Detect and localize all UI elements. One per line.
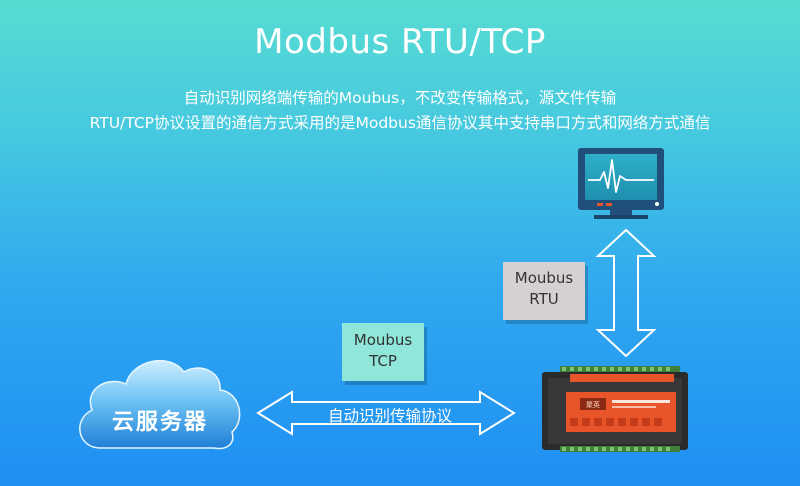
controller-device-icon: 聚英 <box>542 366 688 452</box>
cloud-server-icon <box>79 359 241 450</box>
vertical-double-arrow <box>595 228 657 358</box>
tcp-label-line-1: Moubus <box>353 331 413 349</box>
tcp-label-line-2: TCP <box>369 352 397 370</box>
description-line-2: RTU/TCP协议设置的通信方式采用的是Modbus通信协议其中支持串口方式和网… <box>89 114 711 132</box>
page-title: Modbus RTU/TCP <box>254 22 546 62</box>
cloud-server-label: 云服务器 <box>111 410 208 435</box>
protocol-arrow-label: 自动识别传输协议 <box>327 407 452 425</box>
svg-text:聚英: 聚英 <box>586 400 600 409</box>
tcp-label-box: Moubus TCP <box>342 323 424 381</box>
rtu-label-line-2: RTU <box>529 290 559 308</box>
horizontal-double-arrow <box>256 390 516 436</box>
rtu-label-box: Moubus RTU <box>503 262 585 320</box>
description-line-1: 自动识别网络端传输的Moubus，不改变传输格式，源文件传输 <box>183 89 617 107</box>
monitor-icon <box>578 148 664 219</box>
rtu-label-line-1: Moubus <box>514 269 574 287</box>
